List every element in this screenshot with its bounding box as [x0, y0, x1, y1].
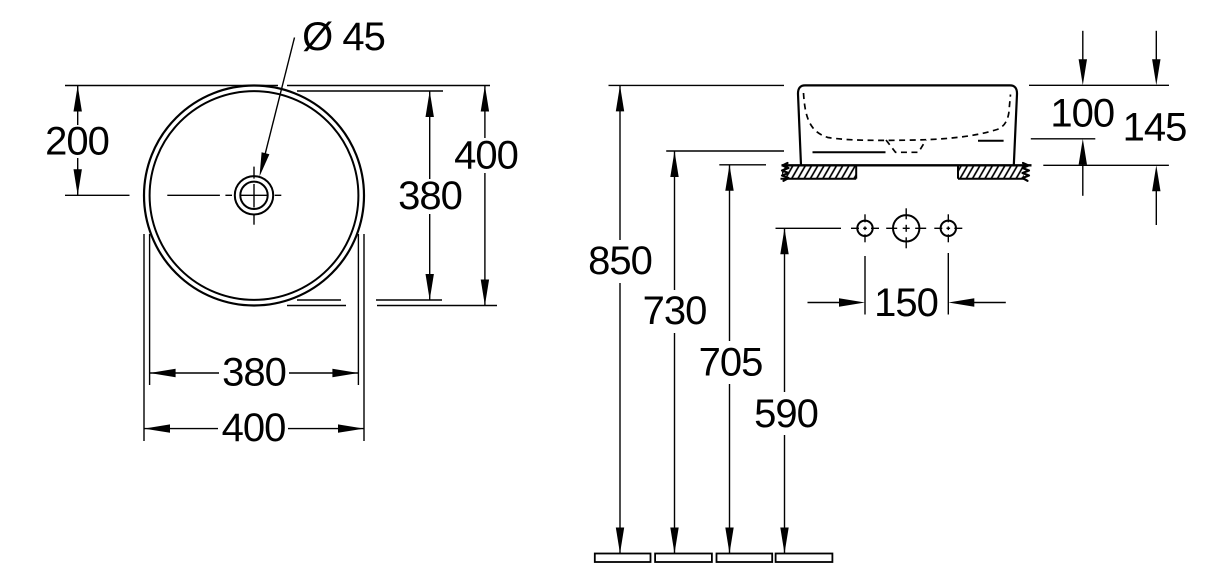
- basin-bottom-edges: [812, 139, 1004, 154]
- tap-hole-left: [851, 214, 879, 243]
- tap-hole-center: [886, 208, 927, 249]
- bowl-hidden-line: [802, 92, 1012, 142]
- dimension-400h-arrow-right: [338, 424, 364, 433]
- dimension-400-vertical: 400: [454, 85, 519, 306]
- dimension-200-arrow-down: [73, 169, 82, 196]
- drain-recess-hidden-line: [885, 139, 927, 154]
- tap-hole-right: [934, 214, 963, 243]
- dimension-380h-arrow-right: [332, 368, 359, 378]
- dimension-730-arrow-up: [670, 151, 679, 177]
- dimension-730-arrow-down: [670, 527, 679, 554]
- drain-leader: [259, 37, 296, 177]
- drain-diameter-label: Ø 45: [302, 15, 385, 59]
- dimension-400v-label: 400: [454, 134, 518, 178]
- dimension-400h-label: 400: [222, 406, 286, 450]
- dimension-850-arrow-down: [615, 527, 625, 554]
- top-tangent-extension-lines: [65, 84, 490, 92]
- dimension-145-label: 145: [1123, 105, 1187, 149]
- bottom-tangent-extension-lines: [287, 299, 497, 307]
- dimension-150-arrow-left: [948, 298, 975, 307]
- dimension-380-vertical: 380: [398, 91, 463, 300]
- height-extension-lines: [666, 150, 784, 166]
- dimension-380h-arrow-left: [149, 368, 176, 378]
- basin-outline: [796, 84, 1019, 166]
- basin-inner-rim-circle: [148, 90, 360, 301]
- leader-arrowhead: [259, 152, 270, 177]
- dimension-150: 150: [807, 253, 1006, 325]
- dimension-705: 705: [699, 164, 763, 554]
- dimension-150-label: 150: [874, 281, 938, 325]
- dimension-145-arrow-up: [1152, 165, 1161, 192]
- dimension-590-label: 590: [754, 392, 818, 436]
- dimension-145-arrow-down: [1152, 59, 1161, 86]
- dimension-380-horizontal: 380: [149, 351, 359, 395]
- dimension-200-label: 200: [45, 120, 109, 164]
- dimension-400v-arrow-up: [480, 85, 490, 112]
- width-extension-lines: [143, 234, 365, 441]
- dimension-380h-label: 380: [222, 351, 286, 395]
- dimension-400-horizontal: 400: [144, 406, 364, 450]
- dimension-380v-label: 380: [398, 174, 462, 218]
- countertop-hatched-section-right: [957, 165, 1025, 180]
- dimension-380v-arrow-down: [425, 274, 434, 300]
- dimension-150-arrow-right: [839, 298, 865, 307]
- countertop-break-marks: [780, 161, 1031, 182]
- dimension-850-label: 850: [588, 239, 652, 283]
- dimension-100: 100: [1030, 30, 1115, 196]
- dimension-145: 145: [1043, 30, 1187, 225]
- front-view: 150 100 145: [588, 30, 1187, 563]
- countertop-hatched-section-left: [780, 165, 858, 180]
- dimension-380v-arrow-up: [425, 91, 434, 117]
- dimension-400v-arrow-down: [480, 279, 490, 306]
- dimension-590: 590: [754, 228, 819, 554]
- dimension-200-arrow-up: [73, 85, 82, 112]
- dimension-590-arrow-up: [780, 228, 789, 255]
- dimension-850: 850: [588, 85, 653, 554]
- top-view: Ø 45 200 380: [45, 15, 519, 450]
- dimension-100-arrow-up: [1078, 138, 1087, 165]
- dimension-705-arrow-down: [725, 527, 734, 554]
- dimension-730: 730: [643, 151, 707, 554]
- dimension-100-label: 100: [1050, 91, 1114, 135]
- dimension-705-arrow-up: [725, 164, 734, 191]
- dimension-590-arrow-down: [780, 527, 789, 554]
- dimension-200: 200: [45, 85, 110, 196]
- dimension-705-label: 705: [699, 341, 763, 385]
- dimension-100-arrow-down: [1078, 59, 1087, 86]
- dimension-850-arrow-up: [615, 85, 625, 112]
- dimension-730-label: 730: [643, 289, 707, 333]
- floor-reference-blocks: [593, 552, 834, 563]
- dimension-400h-arrow-left: [144, 424, 170, 433]
